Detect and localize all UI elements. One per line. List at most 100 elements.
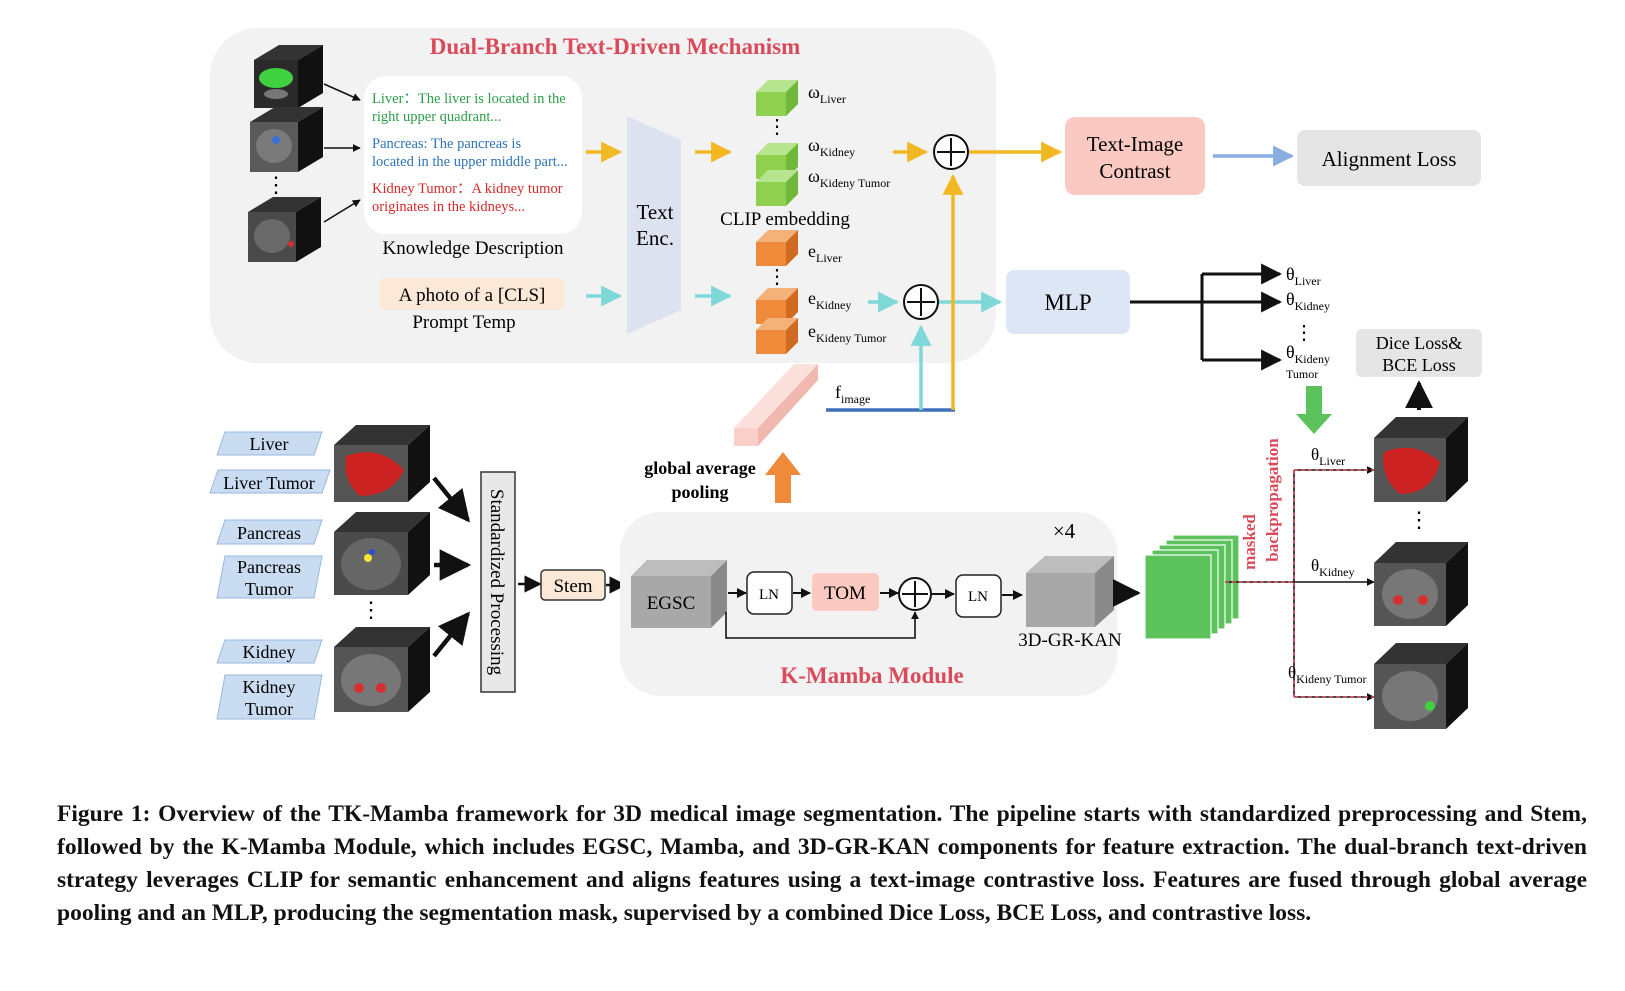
svg-text:θKidney: θKidney xyxy=(1286,289,1330,313)
text-image-contrast-line1: Text-Image xyxy=(1087,132,1183,156)
knowledge-line-1a: Liver：The liver is located in the xyxy=(372,91,566,107)
text-encoder-label-1: Text xyxy=(636,200,673,224)
organ-label-kidney-tumor-2: Tumor xyxy=(245,699,293,719)
egsc-label: EGSC xyxy=(647,593,696,614)
omega-liver-sym: ω xyxy=(808,82,820,102)
organ-label-tags xyxy=(209,431,331,720)
ln-box-2 xyxy=(955,574,1002,618)
knowledge-line-1b: right upper quadrant... xyxy=(372,109,501,125)
theta-seg-liver-sym: θ xyxy=(1311,445,1319,464)
theta-out-tumor-sub2: Tumor xyxy=(1286,367,1318,381)
figure-caption: Figure 1: Overview of the TK-Mamba frame… xyxy=(57,801,1587,926)
theta-out-tumor-sub: Kideny xyxy=(1295,352,1330,366)
text-encoder-label-2: Enc. xyxy=(636,226,674,250)
gap-label-line1: global average xyxy=(644,458,755,478)
organ-label-texts: Liver Liver Tumor Pancreas Pancreas Tumo… xyxy=(223,434,315,719)
e-labels: eLiver eKidney eKideny Tumor xyxy=(808,241,886,345)
output-liver-cube xyxy=(1374,417,1468,502)
text-image-contrast-box xyxy=(1065,117,1205,195)
e-tumor-sym: e xyxy=(808,321,816,341)
svg-text:θKideny Tumor: θKideny Tumor xyxy=(1288,663,1367,686)
kan-label: 3D-GR-KAN xyxy=(1018,630,1122,651)
organ-label-pancreas: Pancreas xyxy=(237,523,301,543)
omega-tumor-sub: Kideny Tumor xyxy=(820,176,890,190)
theta-seg-kidney-sym: θ xyxy=(1311,556,1319,575)
output-kidney-tumor-cube xyxy=(1374,643,1468,729)
ln-label-2: LN xyxy=(968,589,988,605)
e-tumor-cube xyxy=(756,318,798,354)
gap-up-arrow xyxy=(765,452,801,503)
omega-tumor-sym: ω xyxy=(808,166,820,186)
output-ellipsis: ⋮ xyxy=(1408,507,1430,532)
alignment-loss-box xyxy=(1297,130,1481,186)
ct-scan-pancreas-cube xyxy=(250,107,323,172)
gap-label-line2: pooling xyxy=(671,482,728,502)
svg-text:ωKidney: ωKidney xyxy=(808,135,855,159)
stem-box xyxy=(540,569,606,601)
ct-scan-kidney-tumor-cube xyxy=(248,197,321,262)
dual-branch-title: Dual-Branch Text-Driven Mechanism xyxy=(430,34,801,59)
ln-label-1: LN xyxy=(759,587,779,603)
stem-label: Stem xyxy=(553,576,592,597)
e-liver-cube xyxy=(756,230,798,266)
svg-text:ωLiver: ωLiver xyxy=(808,82,846,106)
organ-label-pancreas-tumor-2: Tumor xyxy=(245,579,293,599)
svg-text:ωKideny Tumor: ωKideny Tumor xyxy=(808,166,890,190)
ln-box-1 xyxy=(746,571,793,615)
mlp-output-tree xyxy=(1130,263,1283,371)
gap-feature-bar xyxy=(734,364,818,446)
prompt-label: Prompt Temp xyxy=(412,312,515,333)
knowledge-texts: Liver：The liver is located in the right u… xyxy=(372,91,568,215)
input-pancreas-cube xyxy=(334,512,430,595)
tom-label: TOM xyxy=(824,583,866,604)
organ-label-pancreas-tumor-1: Pancreas xyxy=(237,557,301,577)
svg-text:θLiver: θLiver xyxy=(1286,264,1321,288)
kmamba-title: K-Mamba Module xyxy=(780,663,963,688)
e-ellipsis: ⋮ xyxy=(767,266,787,288)
residual-connection xyxy=(725,611,919,639)
plus-circle-residual xyxy=(898,577,932,611)
omega-liver-cube xyxy=(756,80,798,116)
framework-diagram: Dual-Branch Text-Driven Mechanism ⋮ Live… xyxy=(209,28,1482,729)
dice-loss-line2: BCE Loss xyxy=(1382,355,1456,375)
alignment-loss-label: Alignment Loss xyxy=(1322,147,1457,171)
masked-bp-lines xyxy=(1225,466,1375,701)
input-liver-cube xyxy=(334,425,430,502)
theta-out-liver-sym: θ xyxy=(1286,264,1295,284)
clip-label: CLIP embedding xyxy=(720,209,850,230)
f-image-label: fimage xyxy=(835,382,870,406)
svg-text:θLiver: θLiver xyxy=(1311,445,1345,468)
ct-scan-liver-cube xyxy=(254,45,323,108)
kmamba-repeat: ×4 xyxy=(1053,519,1076,543)
organ-label-liver: Liver xyxy=(250,434,289,454)
omega-kidney-sym: ω xyxy=(808,135,820,155)
knowledge-line-3a: Kidney Tumor：A kidney tumor xyxy=(372,181,563,197)
omega-ellipsis: ⋮ xyxy=(767,116,787,138)
feature-maps xyxy=(1144,534,1240,640)
omega-liver-sub: Liver xyxy=(820,92,846,106)
e-liver-sym: e xyxy=(808,241,816,261)
standardized-processing-label: Standardized Processing xyxy=(486,489,507,676)
svg-text:eLiver: eLiver xyxy=(808,241,842,265)
svg-text:θKidney: θKidney xyxy=(1311,556,1354,579)
tom-box xyxy=(812,573,879,611)
omega-labels: ωLiver ωKidney ωKideny Tumor xyxy=(808,82,890,190)
prompt-text: A photo of a [CLS] xyxy=(399,285,546,306)
plus-circle-image xyxy=(903,284,939,320)
organ-label-kidney-tumor-1: Kidney xyxy=(243,677,296,697)
dual-branch-panel xyxy=(210,28,996,363)
text-image-contrast-line2: Contrast xyxy=(1099,159,1170,183)
theta-output-labels: θLiver θKidney ⋮ θKideny Tumor xyxy=(1286,264,1330,381)
standardized-processing-box xyxy=(480,471,516,693)
f-image-sym: f xyxy=(835,382,841,402)
theta-seg-tumor-sym: θ xyxy=(1288,663,1296,682)
omega-kidney-sub: Kidney xyxy=(820,145,855,159)
e-liver-sub: Liver xyxy=(816,251,842,265)
masked-bp-line2: backpropagation xyxy=(1263,438,1282,562)
theta-out-tumor-sym: θ xyxy=(1286,342,1295,362)
text-encoder xyxy=(627,116,681,334)
theta-seg-liver-sub: Liver xyxy=(1319,454,1345,468)
scan-ellipsis: ⋮ xyxy=(265,172,287,197)
theta-out-kidney-sym: θ xyxy=(1286,289,1295,309)
organ-label-liver-tumor: Liver Tumor xyxy=(223,473,315,493)
